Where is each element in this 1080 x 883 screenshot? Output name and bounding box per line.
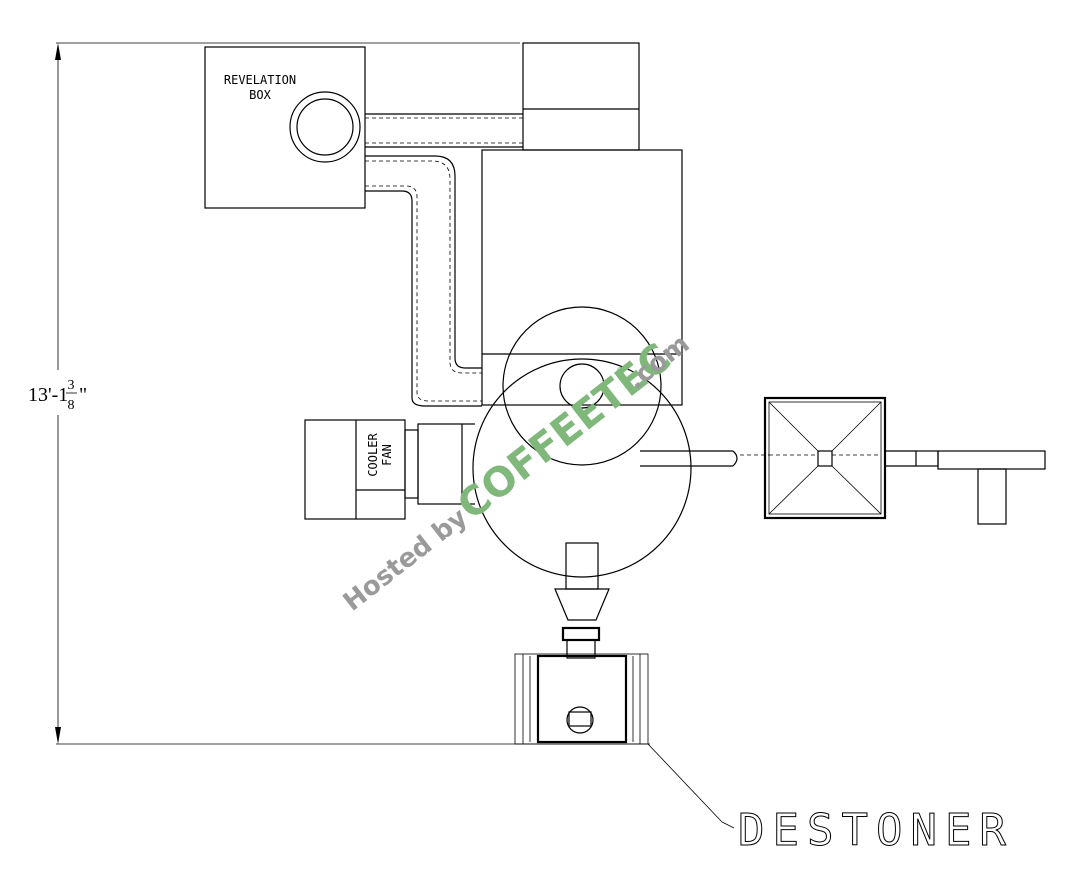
destoner-label: DESTONER (738, 805, 1014, 856)
discharge-funnel (554, 542, 610, 659)
cooler-fan: COOLER FAN (304, 419, 475, 520)
dimension-inch-mark: " (79, 384, 87, 406)
destoner-unit (514, 653, 735, 829)
revelation-box: REVELATION BOX (204, 46, 366, 209)
coffeetec-watermark: Hosted by COFFEETEC ® .com (338, 329, 696, 618)
cooler-fan-label-line1: COOLER (366, 433, 380, 477)
conveyor-pipe (640, 450, 1046, 525)
top-hopper-box (522, 42, 640, 151)
revelation-box-label-line2: BOX (249, 88, 271, 102)
revelation-box-label-line1: REVELATION (224, 73, 296, 87)
roaster-body (481, 149, 683, 406)
dimension-feet: 13'-1 (28, 384, 68, 406)
watermark-prefix: Hosted by (338, 502, 473, 617)
cyclone-hopper (763, 396, 887, 520)
dimension-fraction-numerator: 3 (68, 378, 75, 393)
dimension-fraction-denominator: 8 (68, 398, 75, 413)
top-duct (365, 113, 523, 148)
height-dimension: 13'-1 3 8 " (28, 42, 650, 745)
dim-arrow-bottom-icon (55, 727, 61, 744)
cooling-tray (472, 358, 692, 578)
roaster-drum (502, 306, 662, 466)
cooler-fan-label-line2: FAN (380, 444, 394, 466)
dim-arrow-top-icon (55, 43, 61, 60)
bent-duct (365, 155, 482, 407)
